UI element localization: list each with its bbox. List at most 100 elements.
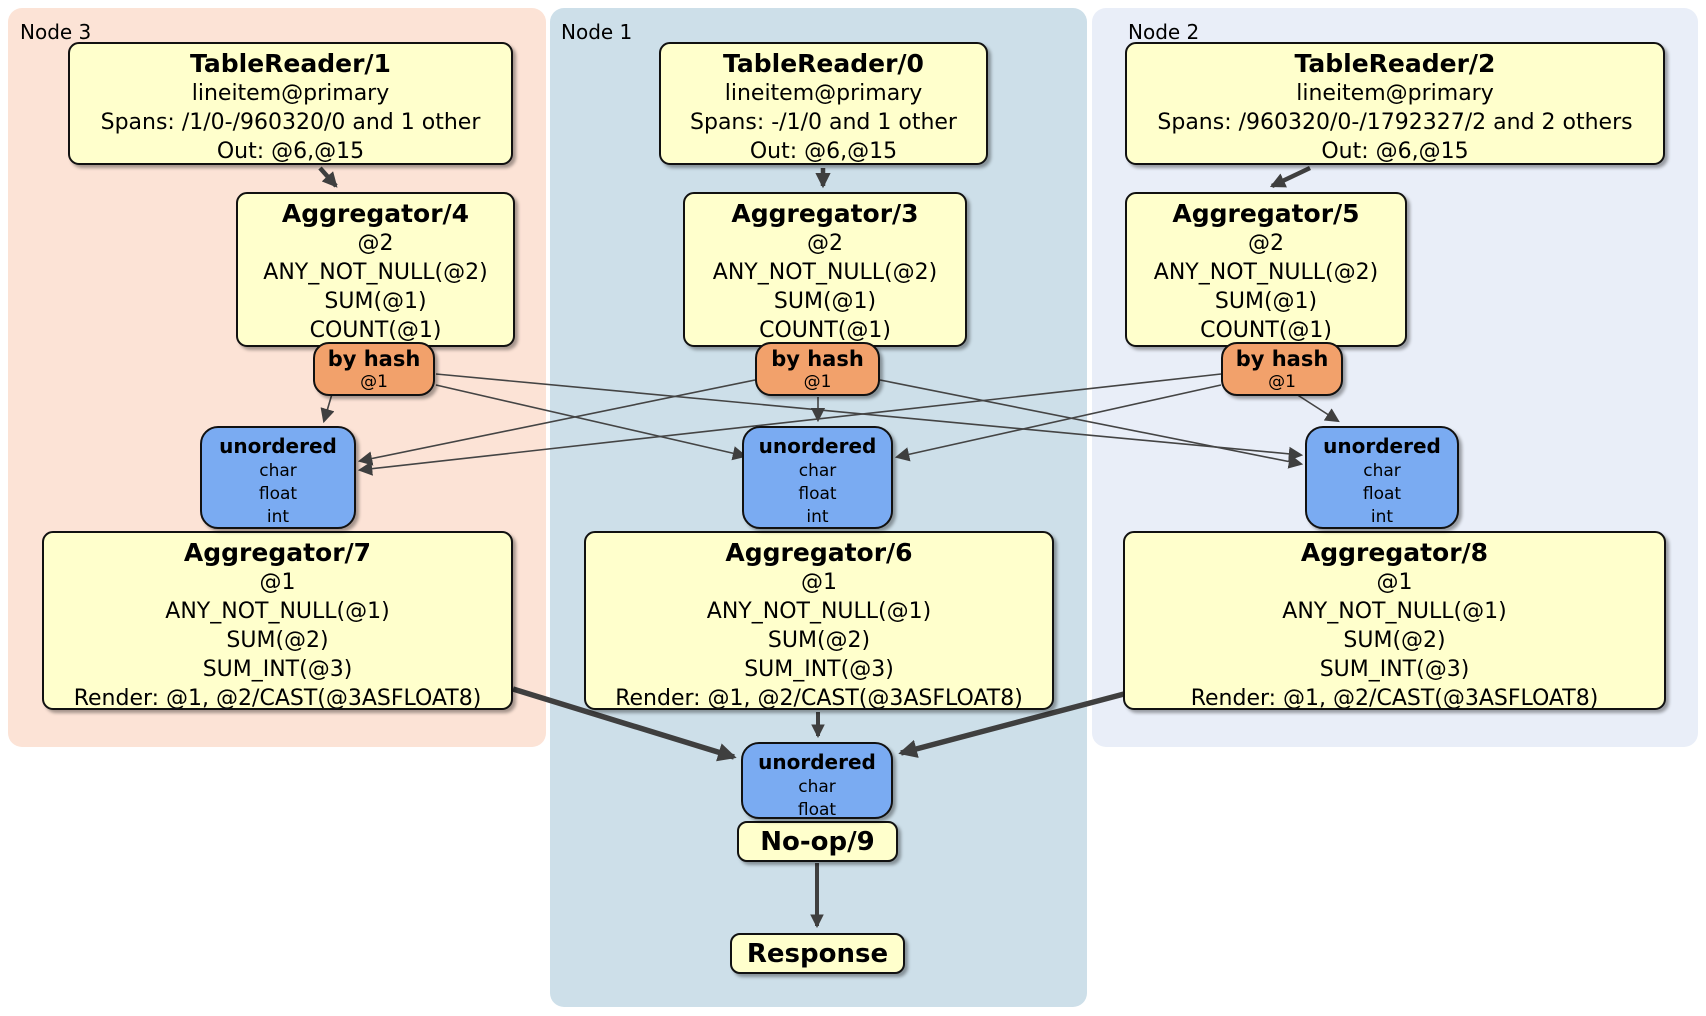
- aggregator-6-title: Aggregator/6: [725, 538, 913, 567]
- tablereader-1-box: TableReader/1 lineitem@primary Spans: /1…: [68, 42, 513, 165]
- aggregator-4-fn: ANY_NOT_NULL(@2): [263, 260, 488, 285]
- aggregator-7-box: Aggregator/7 @1 ANY_NOT_NULL(@1) SUM(@2)…: [42, 531, 513, 710]
- tablereader-2-out: Out: @6,@15: [1321, 139, 1469, 164]
- hash-router-key: @1: [803, 372, 832, 392]
- unordered-sync-node3: unordered char float int: [200, 426, 356, 529]
- aggregator-8-fn: ANY_NOT_NULL(@1): [1282, 599, 1507, 624]
- sync-column: float: [797, 800, 837, 820]
- edge-router2-sync3: [357, 373, 1222, 476]
- aggregator-6-fn: SUM(@2): [767, 628, 871, 653]
- edge-router1-sync2: [879, 379, 1304, 469]
- aggregator-3-fn: SUM(@1): [773, 289, 877, 314]
- edge-agg7-syncfinal: [512, 686, 737, 762]
- tablereader-0-title: TableReader/0: [723, 49, 924, 78]
- aggregator-6-render: Render: @1, @2/CAST(@3ASFLOAT8): [615, 686, 1023, 710]
- unordered-sync-label: unordered: [219, 434, 337, 458]
- unordered-sync-final: unordered char float: [741, 742, 893, 820]
- unordered-sync-label: unordered: [1323, 434, 1441, 458]
- aggregator-7-title: Aggregator/7: [183, 538, 372, 567]
- sync-column: char: [259, 461, 297, 481]
- aggregator-6-group: @1: [801, 570, 837, 595]
- response-label: Response: [746, 938, 889, 969]
- aggregator-8-fn: SUM(@2): [1343, 628, 1446, 653]
- sync-column: char: [798, 777, 836, 797]
- aggregator-8-render: Render: @1, @2/CAST(@3ASFLOAT8): [1190, 686, 1599, 710]
- tablereader-2-box: TableReader/2 lineitem@primary Spans: /9…: [1125, 42, 1665, 165]
- aggregator-5-group: @2: [1248, 231, 1284, 256]
- aggregator-4-group: @2: [357, 231, 394, 256]
- tablereader-0-table: lineitem@primary: [724, 81, 923, 106]
- sync-column: char: [1363, 461, 1401, 481]
- edge-router1-sync3: [357, 379, 756, 466]
- tablereader-0-box: TableReader/0 lineitem@primary Spans: -/…: [659, 42, 988, 165]
- node1-label: Node 1: [561, 20, 633, 44]
- aggregator-3-title: Aggregator/3: [731, 199, 919, 228]
- tablereader-0-spans: Spans: -/1/0 and 1 other: [690, 110, 957, 135]
- edge-router2-sync1: [894, 384, 1222, 462]
- noop-9-box: No-op/9: [737, 821, 898, 862]
- tablereader-2-title: TableReader/2: [1294, 49, 1496, 78]
- aggregator-7-fn: SUM_INT(@3): [202, 657, 353, 682]
- node2-label: Node 2: [1128, 20, 1200, 44]
- aggregator-6-fn: ANY_NOT_NULL(@1): [706, 599, 932, 624]
- sync-column: char: [798, 461, 837, 481]
- aggregator-6-box: Aggregator/6 @1 ANY_NOT_NULL(@1) SUM(@2)…: [584, 531, 1054, 710]
- sync-column: float: [1362, 484, 1402, 504]
- edge-router2-sync2: [1295, 393, 1340, 423]
- aggregator-3-box: Aggregator/3 @2 ANY_NOT_NULL(@2) SUM(@1)…: [683, 192, 967, 347]
- aggregator-3-fn: ANY_NOT_NULL(@2): [712, 260, 938, 285]
- aggregator-8-title: Aggregator/8: [1300, 538, 1489, 567]
- tablereader-1-out: Out: @6,@15: [216, 139, 365, 164]
- edge-tr1-agg4: [318, 166, 338, 188]
- aggregator-3-fn: COUNT(@1): [759, 318, 891, 343]
- hash-router-label: by hash: [771, 347, 864, 371]
- aggregator-3-group: @2: [807, 231, 843, 256]
- tablereader-1-table: lineitem@primary: [191, 81, 390, 106]
- hash-router-node2: by hash @1: [1221, 342, 1343, 396]
- hash-router-node3: by hash @1: [313, 342, 435, 396]
- tablereader-2-table: lineitem@primary: [1296, 81, 1494, 106]
- aggregator-6-fn: SUM_INT(@3): [744, 657, 894, 682]
- hash-router-key: @1: [360, 372, 388, 392]
- tablereader-2-spans: Spans: /960320/0-/1792327/2 and 2 others: [1157, 110, 1633, 135]
- sync-column: float: [258, 484, 298, 504]
- noop-9-label: No-op/9: [760, 826, 875, 857]
- hash-router-key: @1: [1268, 372, 1296, 392]
- aggregator-4-fn: SUM(@1): [324, 289, 427, 314]
- edge-tr2-agg5: [1269, 165, 1311, 189]
- aggregator-7-render: Render: @1, @2/CAST(@3ASFLOAT8): [73, 686, 482, 710]
- sync-column: float: [798, 484, 837, 504]
- aggregator-7-fn: ANY_NOT_NULL(@1): [165, 599, 390, 624]
- aggregator-4-box: Aggregator/4 @2 ANY_NOT_NULL(@2) SUM(@1)…: [236, 192, 515, 347]
- hash-router-label: by hash: [327, 347, 421, 371]
- hash-router-node1: by hash @1: [755, 342, 880, 396]
- tablereader-1-title: TableReader/1: [190, 49, 391, 78]
- sync-column: int: [266, 507, 290, 527]
- aggregator-5-title: Aggregator/5: [1172, 199, 1360, 228]
- tablereader-1-spans: Spans: /1/0-/960320/0 and 1 other: [100, 110, 481, 135]
- aggregator-4-title: Aggregator/4: [281, 199, 470, 228]
- unordered-sync-label: unordered: [758, 750, 876, 774]
- aggregator-7-fn: SUM(@2): [226, 628, 329, 653]
- aggregator-8-box: Aggregator/8 @1 ANY_NOT_NULL(@1) SUM(@2)…: [1123, 531, 1666, 710]
- aggregator-5-box: Aggregator/5 @2 ANY_NOT_NULL(@2) SUM(@1)…: [1125, 192, 1407, 347]
- aggregator-5-fn: COUNT(@1): [1200, 318, 1332, 343]
- unordered-sync-node2: unordered char float int: [1305, 426, 1459, 529]
- aggregator-8-fn: SUM_INT(@3): [1319, 657, 1470, 682]
- unordered-sync-label: unordered: [758, 434, 877, 458]
- aggregator-8-group: @1: [1376, 570, 1413, 595]
- response-box: Response: [730, 933, 905, 974]
- tablereader-0-out: Out: @6,@15: [749, 139, 898, 164]
- edge-agg8-syncfinal: [898, 691, 1125, 758]
- aggregator-5-fn: SUM(@1): [1214, 289, 1318, 314]
- aggregator-4-fn: COUNT(@1): [309, 318, 442, 343]
- aggregator-5-fn: ANY_NOT_NULL(@2): [1153, 260, 1379, 285]
- edge-router3-sync1: [435, 384, 748, 461]
- node3-label: Node 3: [20, 20, 92, 44]
- aggregator-7-group: @1: [259, 570, 296, 595]
- sync-column: int: [1370, 507, 1394, 527]
- edge-router3-sync2: [435, 373, 1304, 462]
- hash-router-label: by hash: [1235, 347, 1329, 371]
